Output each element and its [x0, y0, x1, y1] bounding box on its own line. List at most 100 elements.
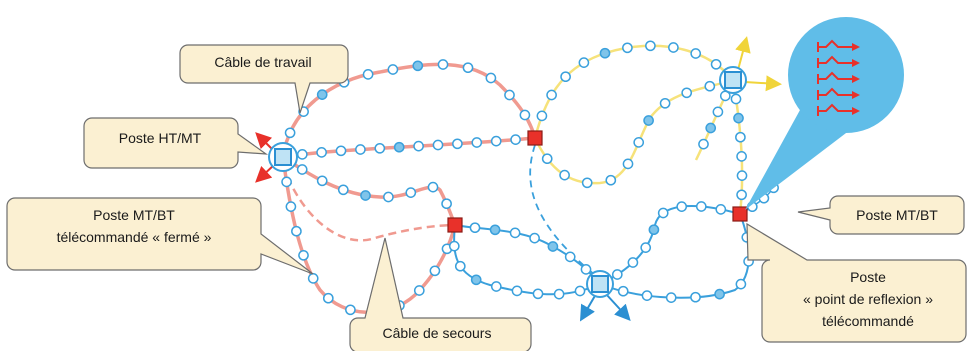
cable-node — [285, 201, 297, 212]
cable-node — [510, 134, 521, 145]
cable-node — [322, 292, 334, 304]
cable-node — [599, 47, 611, 59]
cable-node — [296, 164, 308, 175]
cable-node — [362, 69, 374, 80]
switch-symbols — [817, 39, 860, 116]
cable-node — [284, 127, 296, 139]
cable-node — [316, 175, 328, 187]
cable-node — [546, 89, 557, 101]
cable-node — [471, 137, 483, 148]
cable-node — [470, 274, 482, 286]
red-switch-square-reflexion — [732, 206, 748, 222]
cable-node — [393, 141, 405, 153]
cable-node — [730, 93, 742, 105]
cable-node — [441, 198, 452, 210]
cable-node — [485, 72, 497, 84]
callout-poste-reflexion-line1: Poste — [850, 269, 886, 285]
cable-node — [698, 138, 709, 150]
yellow-cable-loop — [533, 44, 734, 139]
blue-dashed-link — [529, 144, 596, 276]
cable-node — [611, 269, 623, 280]
cable-node — [681, 87, 693, 99]
cable-node — [676, 201, 688, 212]
cable-node — [462, 62, 474, 74]
switch-arrowhead — [852, 59, 860, 67]
cable-node — [452, 138, 463, 150]
cable-node — [291, 225, 302, 237]
callout-poste-mt-bt-ferme: Poste MT/BT télécommandé « fermé » — [6, 197, 314, 275]
cable-node — [581, 177, 593, 189]
cable-node — [316, 89, 328, 100]
cable-node — [617, 285, 629, 297]
cable-node — [547, 241, 559, 252]
cable-node — [427, 181, 439, 193]
callout-poste-mt-bt: Poste MT/BT — [797, 195, 965, 235]
callout-poste-reflexion: Poste « point de reflexion » télécommand… — [746, 222, 967, 343]
cable-node — [383, 191, 394, 203]
cable-node — [489, 224, 501, 236]
cable-node — [387, 64, 399, 75]
cable-node — [735, 131, 746, 143]
cable-node — [690, 291, 701, 303]
callout-poste-mt-bt-ferme-line1: Poste MT/BT — [93, 207, 175, 223]
cable-node — [643, 115, 654, 126]
cable-node — [448, 240, 460, 252]
cable-node — [560, 71, 571, 83]
cable-node — [454, 260, 466, 272]
blue-arrow-left — [579, 293, 597, 322]
cable-node — [668, 42, 679, 53]
backup-cable-dashed — [281, 164, 456, 242]
cable-node — [432, 139, 444, 151]
cable-node — [281, 176, 292, 188]
cable-node — [355, 144, 366, 155]
callout-poste-reflexion-line2: « point de reflexion » — [803, 291, 933, 307]
callout-cable-travail-text: Câble de travail — [214, 54, 311, 70]
callouts: Câble de travail Poste HT/MT Poste MT/BT… — [6, 44, 967, 351]
red-cable-lower — [282, 155, 457, 226]
cable-node — [490, 281, 502, 292]
cable-node — [413, 285, 425, 296]
cable-node — [296, 149, 308, 160]
cable-node — [519, 109, 531, 121]
switch-arrowhead — [852, 75, 860, 83]
cable-node — [736, 151, 747, 162]
cable-node — [695, 201, 707, 212]
callout-cable-travail: Câble de travail — [179, 44, 349, 114]
yellow-cable-lower — [533, 78, 734, 185]
zoom-bubble-pointer — [745, 110, 850, 210]
cable-node — [337, 184, 349, 196]
cable-node — [360, 190, 371, 201]
cable-node — [735, 278, 747, 290]
cable-node — [509, 227, 521, 239]
red-cable-bottom — [281, 156, 457, 315]
cable-node — [622, 42, 633, 54]
switch-symbol — [817, 87, 852, 100]
yellow-station-node — [719, 66, 747, 94]
red-switch-square-2 — [447, 217, 463, 233]
cable-node — [564, 251, 576, 263]
switch-arrowhead — [852, 91, 860, 99]
cable-node — [715, 204, 727, 215]
callout-cable-secours: Câble de secours — [349, 237, 532, 351]
switch-symbol — [817, 39, 852, 52]
cable-node — [627, 257, 639, 268]
switch-symbol — [817, 55, 852, 68]
cable-node — [553, 288, 565, 300]
zoom-bubble-circle — [788, 17, 904, 133]
cable-node — [504, 89, 515, 101]
cable-node — [574, 285, 586, 297]
blue-cable-right-lower — [599, 213, 750, 299]
callout-cable-secours-text: Câble de secours — [383, 325, 492, 341]
switch-symbol — [817, 103, 852, 116]
cable-node — [532, 288, 544, 300]
cable-node — [536, 110, 548, 122]
switch-arrowhead — [852, 43, 860, 51]
cable-node — [298, 249, 309, 261]
cable-node — [345, 304, 356, 316]
cable-node — [580, 264, 592, 275]
blue-arrow-right — [605, 293, 631, 321]
callout-poste-mt-bt-text: Poste MT/BT — [856, 207, 938, 223]
cable-node — [578, 57, 590, 68]
cable-node — [405, 187, 417, 198]
